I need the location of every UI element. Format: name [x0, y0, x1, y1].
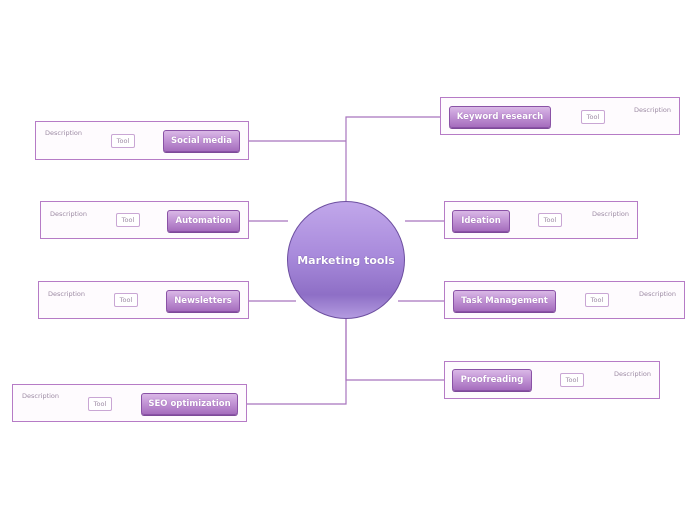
branch-keyword-research-description: Description [634, 106, 672, 114]
trunk-bottom-left [238, 319, 347, 405]
branch-automation-topic[interactable]: Automation [167, 210, 240, 232]
branch-ideation-topic[interactable]: Ideation [452, 210, 510, 232]
branch-keyword-research-topic[interactable]: Keyword research [449, 106, 551, 128]
branch-social-media-description: Description [45, 129, 83, 137]
trunk-top [345, 116, 449, 201]
branch-social-media-topic[interactable]: Social media [163, 130, 240, 152]
branch-proofreading-tool[interactable]: Tool [560, 373, 584, 387]
branch-seo-optimization-topic[interactable]: SEO optimization [141, 393, 238, 415]
branch-task-management-topic[interactable]: Task Management [453, 290, 556, 312]
branch-proofreading-topic[interactable]: Proofreading [452, 369, 532, 391]
branch-newsletters-description: Description [48, 290, 86, 298]
branch-social-media-tool[interactable]: Tool [111, 134, 135, 148]
branch-newsletters-tool[interactable]: Tool [114, 293, 138, 307]
branch-automation-description: Description [50, 210, 88, 218]
branch-newsletters-topic[interactable]: Newsletters [166, 290, 240, 312]
trunk-bottom-right [345, 319, 452, 381]
branch-proofreading-description: Description [614, 370, 652, 378]
branch-ideation-tool[interactable]: Tool [538, 213, 562, 227]
branch-keyword-research-tool[interactable]: Tool [581, 110, 605, 124]
branch-automation-tool[interactable]: Tool [116, 213, 140, 227]
branch-seo-optimization-description: Description [22, 392, 60, 400]
branch-task-management-tool[interactable]: Tool [585, 293, 609, 307]
branch-ideation-description: Description [592, 210, 630, 218]
branch-task-management-description: Description [639, 290, 677, 298]
branch-seo-optimization-tool[interactable]: Tool [88, 397, 112, 411]
central-topic[interactable]: Marketing tools [287, 201, 405, 319]
